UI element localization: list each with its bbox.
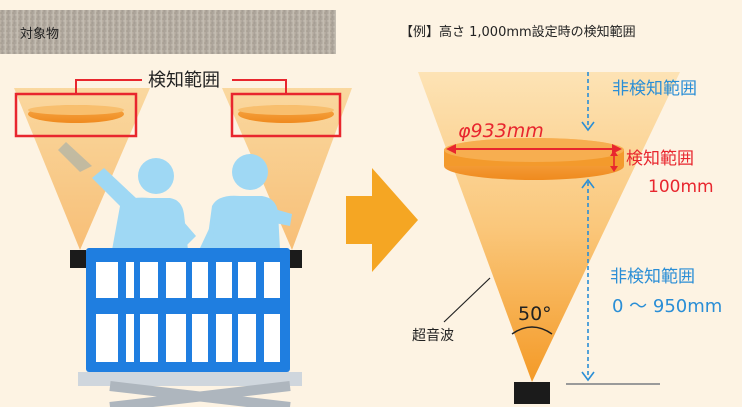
scissor-lift-icon (78, 248, 302, 407)
angle-arc (511, 326, 553, 335)
angle-label: 50° (518, 303, 552, 325)
person-icon (92, 158, 196, 250)
diameter-label: φ933mm (458, 120, 544, 142)
person-icon-2 (200, 154, 292, 250)
target-surface (0, 10, 336, 54)
left-detect-label: 検知範囲 (148, 70, 220, 91)
non-detect-bottom: 非検知範囲 (610, 267, 695, 287)
right-cone (418, 72, 680, 382)
left-sensor-icon (70, 250, 86, 268)
target-label: 対象物 (20, 27, 59, 42)
wave-pointer (443, 277, 491, 323)
detect-height: 100mm (648, 177, 714, 197)
detect-connector (75, 79, 142, 94)
non-detect-top: 非検知範囲 (612, 79, 697, 99)
arrow-right-icon (346, 168, 418, 272)
detect-label: 検知範囲 (626, 149, 694, 169)
sensor-icon (514, 382, 550, 404)
example-title: 【例】高さ 1,000mm設定時の検知範囲 (400, 24, 636, 40)
right-beam (222, 88, 352, 250)
wave-label: 超音波 (412, 327, 454, 344)
non-detect-range: 0 〜 950mm (612, 296, 722, 317)
